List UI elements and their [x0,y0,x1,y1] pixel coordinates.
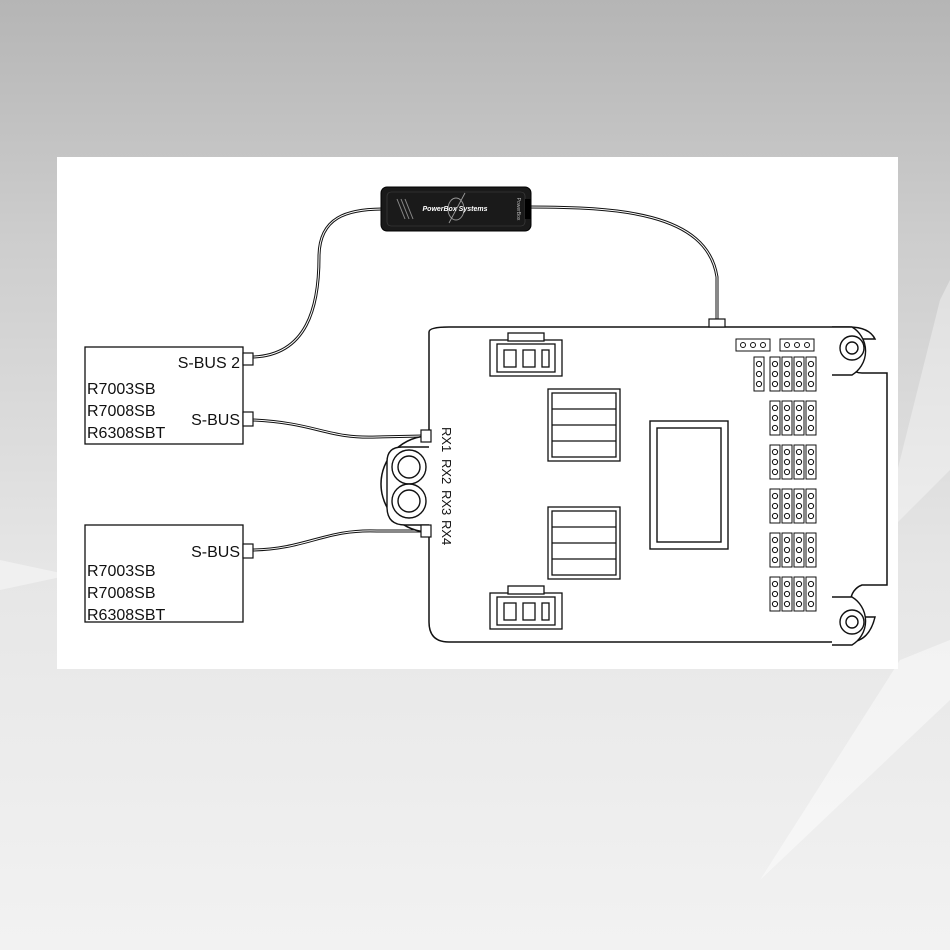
receiver-bottom: S-BUS R7003SB R7008SB R6308SBT [85,525,253,624]
port-label-sbus2: S-BUS 2 [178,355,240,372]
receiver-model-3: R6308SBT [87,607,165,624]
port-label-rx2: RX2 [439,459,454,484]
port-label-rx4: RX4 [439,520,454,545]
connector-sbus-bottom [243,544,253,558]
display-screen [650,421,728,549]
adapter-side-label: PowerBox [515,198,521,221]
powerbox-unit: RX1 RX2 RX3 RX4 [381,319,887,645]
receiver-model-2: R7008SB [87,585,156,602]
receiver-model-2: R7008SB [87,403,156,420]
battery-connector-top [490,333,562,376]
servo-header-block [754,357,764,391]
connector-sbus2-top [243,353,253,365]
wiring-diagram: S-BUS 2 S-BUS R7003SB R7008SB R6308SBT S… [57,157,898,669]
receiver-model-3: R6308SBT [87,425,165,442]
heatsink-top [548,389,620,461]
powerbox-knobs [387,447,429,525]
port-label-sbus-top: S-BUS [191,412,240,429]
port-connector-top [709,319,725,327]
receiver-top: S-BUS 2 S-BUS R7003SB R7008SB R6308SBT [85,347,253,444]
powerbox-adapter: PowerBox Systems PowerBox [381,187,531,231]
diagram-panel: S-BUS 2 S-BUS R7003SB R7008SB R6308SBT S… [57,157,898,669]
port-connector-rx4 [421,525,431,537]
receiver-model-1: R7003SB [87,563,156,580]
cable-adapter-to-powerbox [527,207,717,322]
receiver-model-1: R7003SB [87,381,156,398]
port-connector-rx1 [421,430,431,442]
battery-connector-bottom [490,586,562,629]
connector-sbus-top [243,412,253,426]
port-label-rx1: RX1 [439,427,454,452]
port-label-rx3: RX3 [439,490,454,515]
heatsink-bottom [548,507,620,579]
adapter-brand-label: PowerBox Systems [423,206,488,213]
cable-sbus2-to-adapter [253,209,384,357]
port-label-sbus-bottom: S-BUS [191,544,240,561]
